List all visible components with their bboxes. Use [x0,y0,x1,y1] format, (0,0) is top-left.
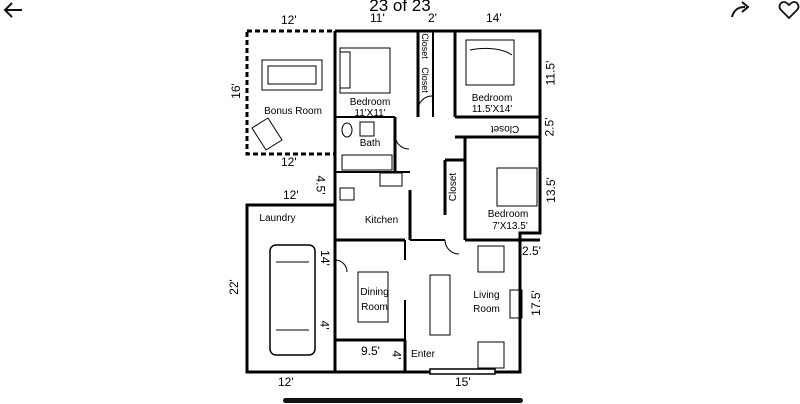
bedroom2-label: Bedroom [471,93,513,104]
bedroom1-label: Bedroom [349,97,391,108]
dim-bed1-top: 11' [370,11,385,25]
dim-bonus-bottom: 12' [281,155,297,169]
dim-right-small: 2.5' [522,244,541,258]
living-label-2: Room [473,304,500,315]
house-outline [335,29,542,374]
dim-bonus-top: 12' [281,13,297,27]
dim-hall-side: 4.5' [313,175,328,195]
bedroom3-label: Bedroom [487,209,529,220]
arrow-left-icon [3,2,22,18]
dim-closet-top: 2' [428,11,437,25]
home-indicator[interactable] [283,398,523,403]
dining-label-2: Room [361,302,388,313]
dim-bonus-side: 16' [228,83,243,99]
laundry-outline [245,203,337,374]
share-button[interactable] [730,0,752,20]
closet2-label: Closet [420,67,430,93]
dim-bed2-top: 14' [486,11,502,25]
living-label-1: Living [473,290,500,301]
closet3-label: Closet [490,123,520,134]
bath-label: Bath [359,138,381,149]
top-bar: 23 of 23 [0,0,800,24]
dim-garage-inner2: 4' [317,320,332,330]
dim-garage-inner: 14' [317,250,332,266]
kitchen-label: Kitchen [364,215,399,226]
dim-dining-bottom: 9.5' [361,344,380,358]
dim-laundry-side: 22' [226,279,241,295]
dim-laundry-top: 12' [283,188,299,202]
laundry-label: Laundry [259,213,296,224]
bedroom2-size: 11.5'X14' [471,104,513,115]
dim-right-living: 17.5' [528,290,543,316]
closet4-label: Closet [448,172,459,202]
dim-entry-small: 4' [389,350,404,360]
bonus-room-label: Bonus Room [264,106,322,117]
dim-living-bottom: 15' [455,375,471,389]
enter-label: Enter [411,349,435,360]
heart-icon [778,1,800,20]
favorite-button[interactable] [778,0,800,20]
dim-right-mid: 2.5' [542,117,557,137]
dining-label-1: Dining [360,287,389,298]
photo-counter: 23 of 23 [369,0,431,15]
share-arrow-icon [731,1,750,18]
bedroom1-size: 11'X11' [354,108,386,119]
back-button[interactable] [2,0,24,20]
bonus-room-outline [245,29,337,156]
bedroom3-size: 7'X13.5' [492,221,528,232]
dim-laundry-bottom: 12' [278,375,294,389]
dim-right-bed3: 13.5' [543,177,558,203]
dim-right-top: 11.5' [543,60,558,86]
